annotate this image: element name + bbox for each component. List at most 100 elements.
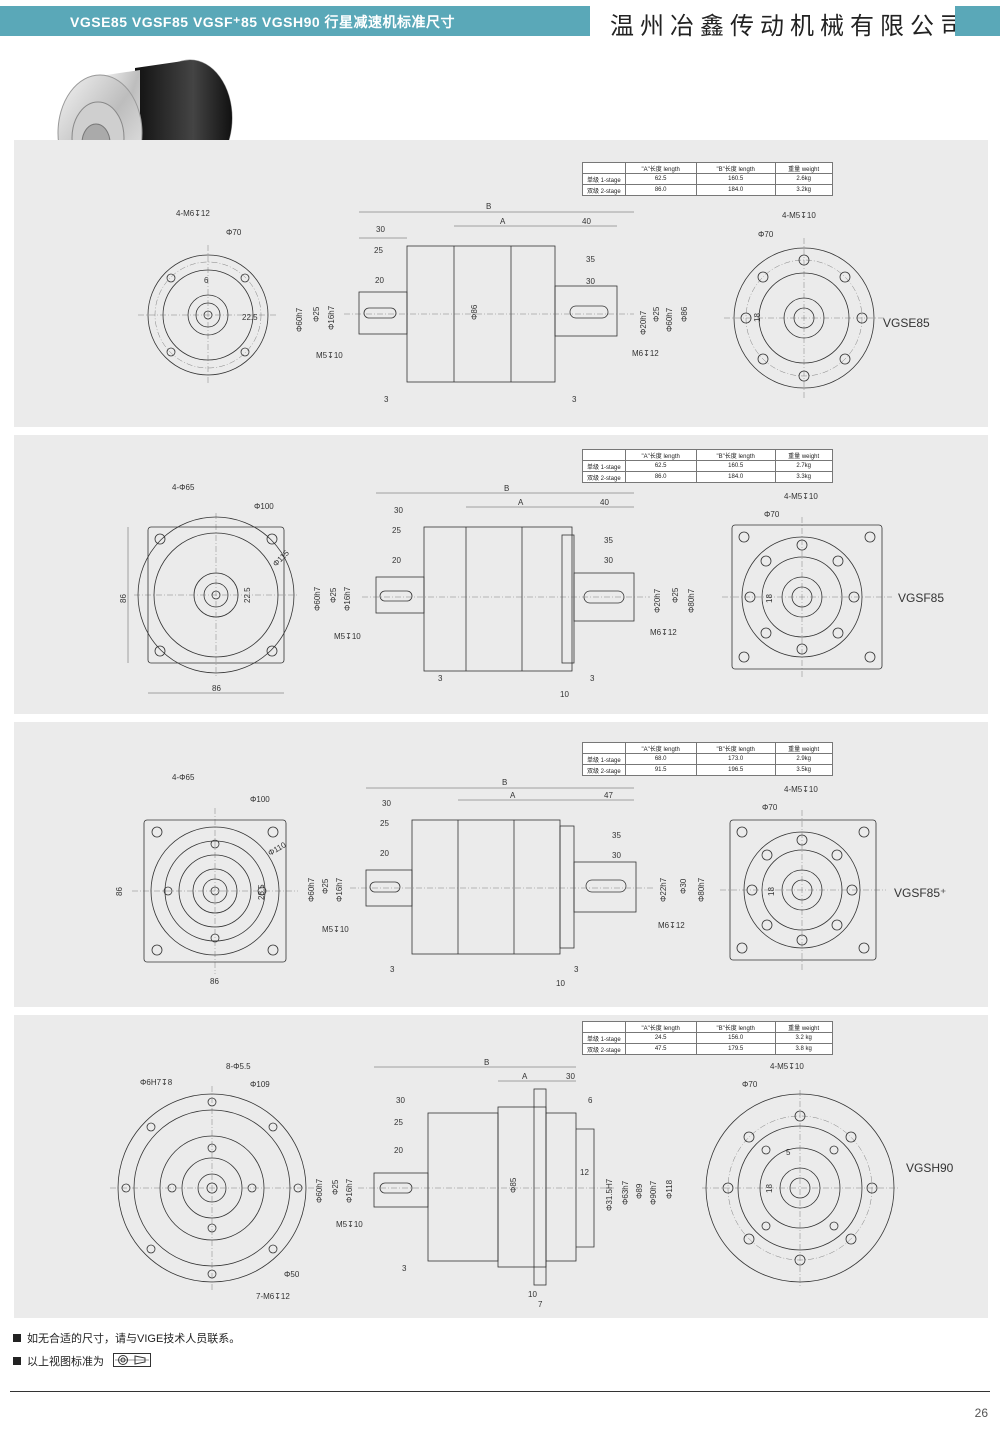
dim-label: Φ70 — [758, 230, 774, 239]
dim-label: Φ16h7 — [343, 586, 352, 611]
dim-label: 3 — [572, 395, 577, 404]
dim-label: 30 — [394, 506, 403, 515]
dim-label: 86 — [212, 684, 221, 693]
note-contact: 如无合适的尺寸，请与VIGE技术人员联系。 — [13, 1330, 240, 1346]
dim-label: 12 — [580, 1168, 589, 1177]
dim-label: 22.5 — [243, 587, 252, 603]
dim-label: Φ60h7 — [307, 877, 316, 902]
technical-drawing: 4-M6↧12 Φ70 22.5 6 B A 40 30 25 20 35 30… — [138, 202, 884, 404]
dim-label: 3 — [590, 674, 595, 683]
dim-label: 7-M6↧12 — [256, 1292, 290, 1301]
dim-label: 25 — [374, 246, 383, 255]
header-bar — [0, 6, 590, 36]
dim-label: 25 — [392, 526, 401, 535]
input-flange-view — [127, 513, 298, 694]
dim-label: 4-M6↧12 — [176, 209, 210, 218]
dim-label: Φ25 — [671, 587, 680, 603]
input-flange-view — [132, 808, 298, 974]
dim-label: Φ25 — [312, 306, 321, 322]
dim-label: Φ109 — [250, 1080, 270, 1089]
dim-label: 8-Φ5.5 — [226, 1062, 251, 1071]
dim-label: Φ6H7↧8 — [140, 1078, 173, 1087]
dim-label: 20 — [375, 276, 384, 285]
dim-label: Φ25 — [329, 587, 338, 603]
dim-label: 35 — [586, 255, 595, 264]
dim-label: 3 — [390, 965, 395, 974]
dim-label: 20 — [392, 556, 401, 565]
dim-label: Φ80h7 — [687, 588, 696, 613]
dim-label: 28.5 — [257, 884, 266, 900]
dim-label: 22.5 — [242, 313, 258, 322]
side-view — [344, 211, 634, 383]
output-flange-view — [702, 1090, 898, 1286]
dim-label: M6↧12 — [650, 628, 677, 637]
dim-label: 30 — [396, 1096, 405, 1105]
dim-label: 18 — [767, 887, 776, 896]
dim-label: 4-M5↧10 — [770, 1062, 804, 1071]
output-flange-view — [722, 517, 892, 677]
dim-label: 3 — [384, 395, 389, 404]
dim-label: Φ70 — [764, 510, 780, 519]
dim-label: 6 — [204, 276, 209, 285]
side-view — [358, 1066, 614, 1286]
dim-label: Φ25 — [331, 1179, 340, 1195]
dim-label: Φ70 — [762, 803, 778, 812]
dim-label: Φ20h7 — [653, 588, 662, 613]
side-view — [362, 492, 650, 672]
technical-drawing: 4-Φ65 Φ100 Φ115 22.5 86 86 B A 40 30 25 … — [119, 483, 892, 699]
dim-label: Φ118 — [665, 1179, 674, 1199]
dim-label: 20 — [380, 849, 389, 858]
dim-label: Φ70 — [226, 228, 242, 237]
dim-label: 18 — [765, 594, 774, 603]
dim-label: 30 — [382, 799, 391, 808]
dim-label: M5↧10 — [316, 351, 343, 360]
footer-divider — [10, 1391, 990, 1392]
dim-label: Φ60h7 — [313, 586, 322, 611]
dim-label: Φ90h7 — [649, 1180, 658, 1205]
dim-label: M6↧12 — [632, 349, 659, 358]
dim-label: Φ89 — [635, 1183, 644, 1199]
dim-label: 3 — [574, 965, 579, 974]
dim-label: Φ63h7 — [621, 1180, 630, 1205]
technical-drawing: 4-Φ65 Φ100 Φ110 28.5 86 86 B A 47 30 25 … — [115, 773, 886, 988]
dim-label: Φ100 — [254, 502, 274, 511]
dim-label: 4-M5↧10 — [782, 211, 816, 220]
dim-label: Φ16h7 — [335, 877, 344, 902]
dim-label: 20 — [394, 1146, 403, 1155]
dim-label: 25 — [380, 819, 389, 828]
dim-label: Φ60h7 — [665, 307, 674, 332]
dim-label: Φ20h7 — [639, 310, 648, 335]
input-flange-view — [110, 1086, 314, 1290]
dim-label: 4-Φ65 — [172, 483, 195, 492]
dim-label: B — [504, 484, 509, 493]
dim-label: 40 — [582, 217, 591, 226]
output-flange-view — [720, 810, 886, 970]
dim-label: 47 — [604, 791, 613, 800]
model-name: VGSF85 — [898, 591, 945, 605]
dim-label: 4-M5↧10 — [784, 785, 818, 794]
dim-label: Φ70 — [742, 1080, 758, 1089]
dim-label: 30 — [612, 851, 621, 860]
dim-label: 30 — [604, 556, 613, 565]
page-title: VGSE85 VGSF85 VGSF⁺85 VGSH90 行星减速机标准尺寸 — [70, 14, 456, 30]
dim-label: 86 — [210, 977, 219, 986]
dim-label: Φ16h7 — [327, 305, 336, 330]
company-name: 温州冶鑫传动机械有限公司 — [610, 13, 970, 40]
dim-label: Φ30 — [679, 878, 688, 894]
dim-label: 3 — [402, 1264, 407, 1273]
dim-label: 6 — [588, 1096, 593, 1105]
technical-drawing: Φ6H7↧8 8-Φ5.5 Φ109 Φ50 7-M6↧12 B A 30 30… — [110, 1058, 898, 1309]
dim-label: M5↧10 — [334, 632, 361, 641]
projection-symbol-icon — [113, 1353, 152, 1367]
dim-label: Φ22h7 — [659, 877, 668, 902]
dim-label: 30 — [376, 225, 385, 234]
dim-label: B — [486, 202, 491, 211]
dim-label: A — [500, 217, 506, 226]
model-name: VGSF85⁺ — [894, 886, 947, 900]
